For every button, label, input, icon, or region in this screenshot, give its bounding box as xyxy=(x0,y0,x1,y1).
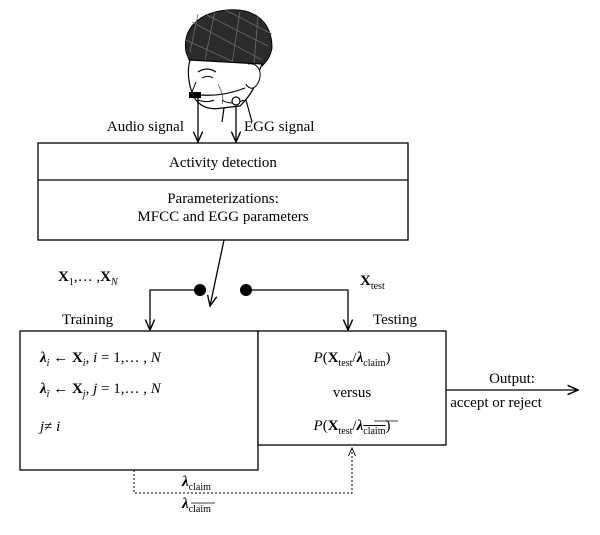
activity-detection-label: Activity detection xyxy=(169,155,277,171)
training-contact xyxy=(194,284,206,296)
output-decision-label: accept or reject xyxy=(450,395,542,411)
model-feedback-path xyxy=(133,448,352,494)
claim-model-label: λclaim xyxy=(181,474,211,493)
testing-box xyxy=(257,330,447,446)
audio-signal-label: Audio signal xyxy=(107,119,184,135)
testing-prob2: P(Xtest/λclaim) xyxy=(313,418,391,437)
frontend-box xyxy=(37,142,409,241)
versus-label: versus xyxy=(333,385,371,401)
training-vectors-label: X1,… ,XN xyxy=(58,269,119,288)
training-eq1: λi ← Xi, i = 1,… , N xyxy=(39,350,162,369)
parameters-label: MFCC and EGG parameters xyxy=(137,209,308,225)
testing-title: Testing xyxy=(373,312,417,328)
output-label: Output: xyxy=(489,371,535,387)
training-branch xyxy=(150,289,194,330)
switch-arm xyxy=(210,239,225,306)
testing-contact xyxy=(240,284,252,296)
training-title: Training xyxy=(62,312,114,328)
testing-branch xyxy=(252,289,348,330)
head-with-egg-helmet-icon xyxy=(184,9,273,123)
test-vector-label: Xtest xyxy=(360,273,385,292)
parameterizations-label: Parameterizations: xyxy=(167,191,279,207)
training-eq2: λī ← Xj, j = 1,… , N xyxy=(39,381,162,400)
egg-signal-label: EGG signal xyxy=(244,119,314,135)
training-box xyxy=(19,330,259,471)
testing-prob1: P(Xtest/λclaim) xyxy=(313,350,391,369)
claim-bar-model-label: λclaim xyxy=(181,496,211,515)
training-eq3: j≠ i xyxy=(38,419,60,435)
